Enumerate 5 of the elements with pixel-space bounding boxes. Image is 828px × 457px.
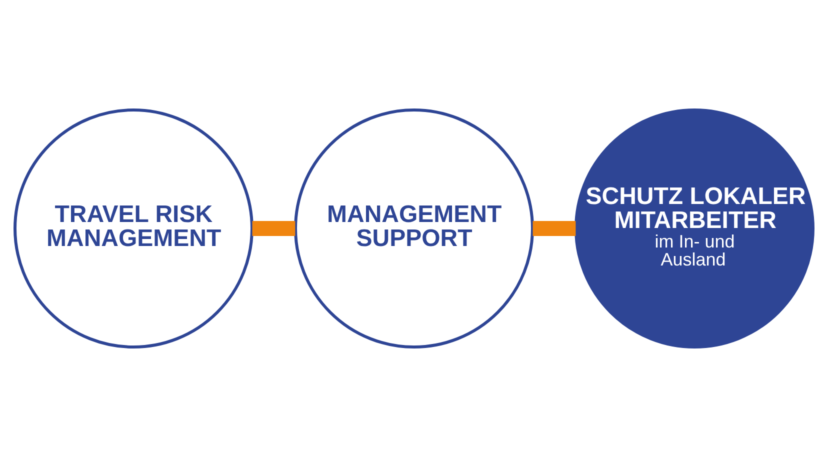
connector	[252, 221, 296, 236]
connector	[532, 221, 576, 236]
node-circle: MANAGEMENT SUPPORT	[294, 108, 534, 348]
node-circle: SCHUTZ LOKALER MITARBEITER im In- und Ausland	[574, 108, 814, 348]
node-circle: TRAVEL RISK MANAGEMENT	[14, 108, 254, 348]
